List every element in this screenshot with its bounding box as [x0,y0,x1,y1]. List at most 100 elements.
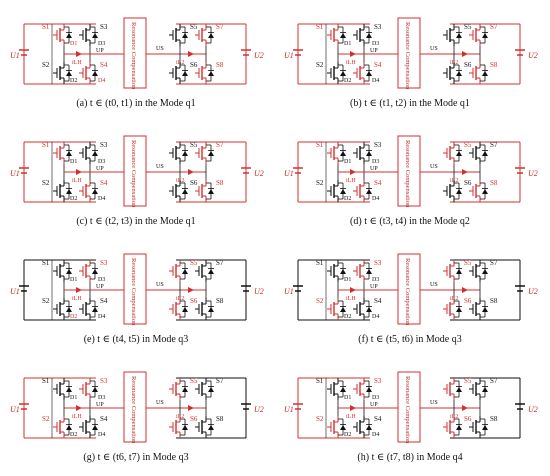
diode-symbol [92,425,98,430]
switch-label: S6 [464,297,472,305]
switch-label: S4 [100,415,108,423]
switch-s3: S3 [353,259,382,282]
switch-label: S2 [42,179,50,187]
d3-label: D3 [372,395,379,401]
diode-symbol [182,189,188,194]
panel-caption: (b) t ∈ (t1, t2) in the Mode q1 [350,98,470,109]
d2-label: D2 [344,78,351,84]
switch-label: S5 [464,23,472,31]
compensation-box [397,253,421,325]
switch-s7: S7 [469,377,498,400]
compensation-box [397,17,421,89]
switch-label: S2 [42,297,50,305]
diode-symbol [340,307,346,312]
diode-symbol [182,307,188,312]
diode-symbol [208,71,214,76]
d1-label: D1 [70,159,77,165]
diode-symbol [482,71,488,76]
switch-label: S2 [42,415,50,423]
diode-symbol [208,425,214,430]
switch-s1: S1 [42,23,72,46]
switch-s2: S2 [42,297,72,320]
panel-caption: (a) t ∈ (t0, t1) in the Mode q1 [76,98,195,109]
diode-symbol [482,33,488,38]
switch-s1: S1 [42,141,72,164]
compensation-label: Resonance Compensation [130,140,137,208]
switch-s4: S4 [353,297,382,320]
d1-label: D1 [70,395,77,401]
switch-label: S4 [374,61,382,69]
d1-label: D1 [344,159,351,165]
switch-s8: S8 [469,415,498,438]
ip-label: iLH [72,178,82,184]
diode-symbol [366,425,372,430]
switch-label: S1 [42,259,50,267]
d4-label: D4 [372,432,379,438]
ip-arrow [76,169,82,175]
diode-symbol [182,269,188,274]
compensation-label: Resonance Compensation [130,258,137,326]
switch-s5: S5 [443,141,472,164]
diode-symbol [182,425,188,430]
d3-label: D3 [372,159,379,165]
switch-s4: S4 [79,179,108,202]
d1-label: D1 [70,41,77,47]
diode-symbol [456,151,462,156]
diode-symbol [456,387,462,392]
ip-label: iLH [346,60,356,66]
d3-label: D3 [372,277,379,283]
u1-label: U1 [10,169,20,178]
diode-symbol [182,387,188,392]
d4-label: D4 [372,196,379,202]
is-arrow [462,51,468,57]
ip-arrow [350,287,356,293]
switch-label: S5 [190,141,198,149]
switch-label: S8 [490,415,498,423]
ip-arrow [76,287,82,293]
switch-s5: S5 [443,23,472,46]
switch-label: S4 [100,297,108,305]
switch-label: S4 [374,297,382,305]
diode-symbol [92,269,98,274]
switch-label: S7 [216,141,224,149]
switch-s8: S8 [195,61,224,84]
is-arrow [462,405,468,411]
d4-label: D4 [98,314,105,320]
switch-s3: S3 [353,141,382,164]
ip-arrow [76,405,82,411]
d3-label: D3 [98,395,105,401]
switch-label: S1 [316,377,324,385]
ip-label: iLH [346,296,356,302]
switch-label: S2 [316,61,324,69]
diode-symbol [366,189,372,194]
switch-label: S3 [374,141,382,149]
diode-symbol [366,387,372,392]
switch-label: S5 [190,377,198,385]
switch-label: S5 [464,259,472,267]
switch-s2: S2 [316,179,346,202]
ip-label: iLH [72,60,82,66]
diode-symbol [340,71,346,76]
switch-s8: S8 [469,179,498,202]
switch-label: S1 [316,141,324,149]
switch-s2: S2 [316,415,346,438]
ip-label: iLH [346,414,356,420]
switch-s1: S1 [316,23,346,46]
diode-symbol [92,189,98,194]
switch-label: S7 [216,23,224,31]
switch-s4: S4 [353,179,382,202]
switch-s1: S1 [42,259,72,282]
diode-symbol [366,33,372,38]
d2-label: D2 [344,432,351,438]
switch-s7: S7 [469,259,498,282]
diode-symbol [366,71,372,76]
u2-label: U2 [254,51,264,60]
switch-s3: S3 [353,23,382,46]
switch-s4: S4 [353,61,382,84]
diode-symbol [66,387,72,392]
